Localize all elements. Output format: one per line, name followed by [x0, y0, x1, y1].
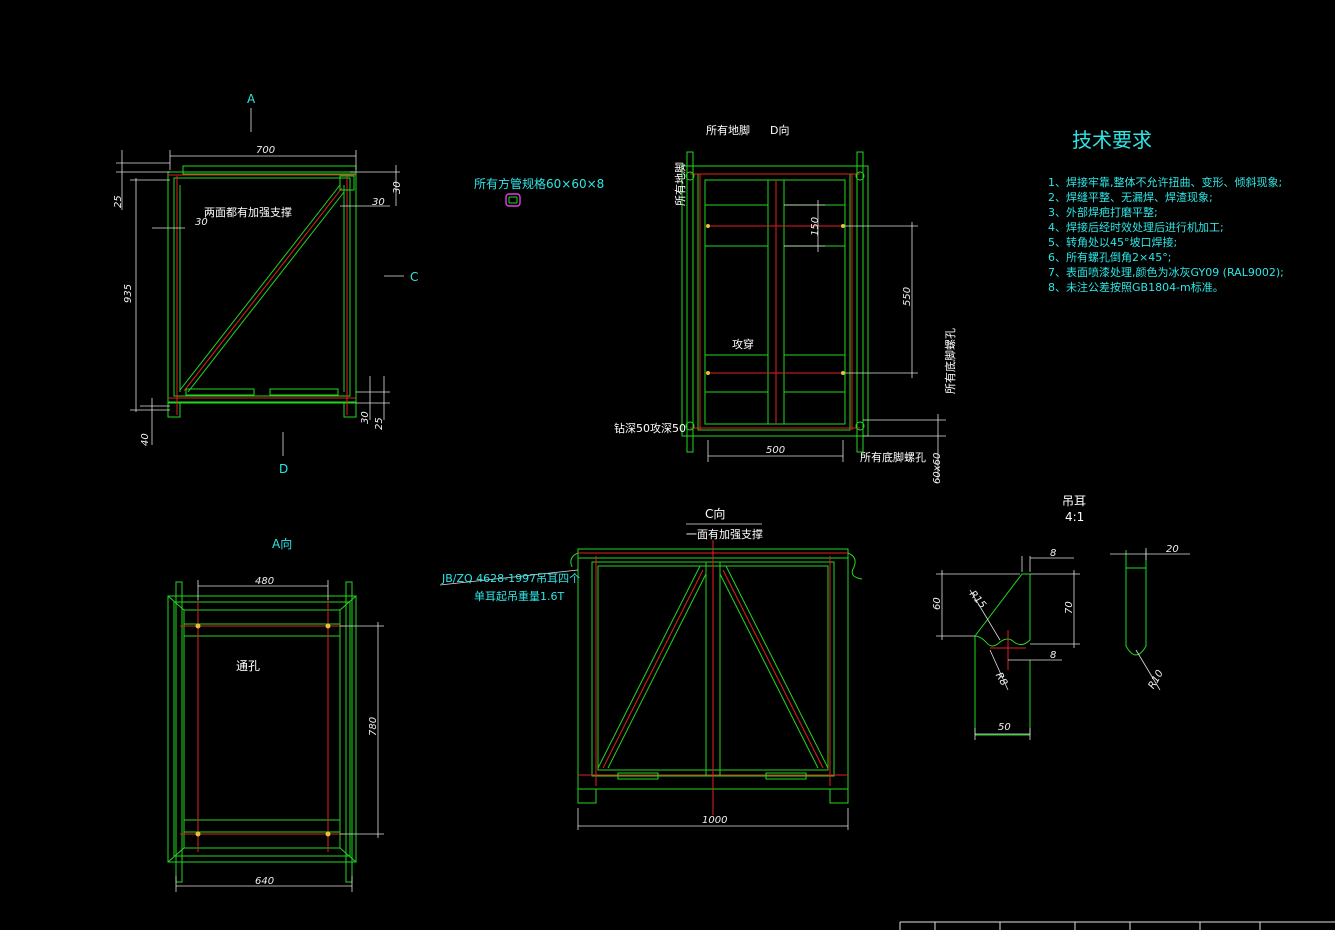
d-view: 所有地脚 D向 [614, 123, 957, 484]
label-c-side: C [410, 270, 418, 284]
dim-480: 480 [255, 576, 274, 587]
dim-500: 500 [766, 445, 785, 456]
label-c-view-sub: 一面有加强支撑 [686, 527, 763, 541]
dim-60x60: 60x60 [932, 453, 943, 484]
tech-item-4: 4、焊接后经时效处理后进行机加工; [1048, 220, 1224, 234]
square-tube-note: 所有方管规格60×60×8 [474, 176, 604, 207]
label-right-legs-holes: 所有底脚螺孔 [943, 328, 957, 394]
lug-dim-r8: R8 [993, 671, 1009, 688]
tech-item-7: 7、表面喷漆处理,颜色为冰灰GY09 (RAL9002); [1048, 265, 1284, 279]
dim-640: 640 [255, 876, 274, 887]
tech-item-6: 6、所有螺孔倒角2×45°; [1048, 250, 1171, 264]
a-view: A向 通孔 480 780 640 [167, 536, 384, 892]
label-lug-title: 吊耳 [1062, 494, 1086, 508]
label-lug-std: JB/ZQ 4628-1997吊耳四个 [441, 572, 580, 585]
dim-550: 550 [902, 287, 913, 306]
tech-title: 技术要求 [1072, 128, 1152, 152]
c-view: C向 一面有加强支撑 JB/ZQ 4628-1997吊耳四个 单耳起吊重量1.6… [439, 506, 863, 830]
dim-780: 780 [368, 717, 379, 736]
dim-30c: 30 [392, 181, 403, 194]
dim-700: 700 [256, 145, 275, 156]
dim-40: 40 [140, 433, 151, 446]
lug-dim-50: 50 [998, 722, 1011, 733]
lug-dim-60: 60 [932, 597, 943, 610]
front-view: A D C 700 25 30 [113, 92, 418, 476]
lug-dim-8b: 8 [1050, 650, 1056, 661]
dim-25a: 25 [113, 195, 124, 208]
dim-935: 935 [123, 284, 134, 303]
dim-30a: 30 [195, 217, 208, 228]
label-all-legs-left: 所有地脚 [673, 162, 687, 206]
lug-dim-20: 20 [1166, 544, 1179, 555]
label-lug-load: 单耳起吊重量1.6T [474, 589, 564, 603]
tech-item-2: 2、焊缝平整、无漏焊、焊渣现象; [1048, 190, 1213, 204]
lug-dim-r15: R15 [967, 589, 988, 611]
label-through-hole: 通孔 [236, 659, 260, 673]
dim-25b: 25 [374, 417, 385, 430]
lug-dim-70: 70 [1064, 601, 1075, 614]
tech-item-5: 5、转角处以45°坡口焊接; [1048, 235, 1177, 249]
label-d-bottom: D [279, 462, 288, 476]
dim-150: 150 [810, 217, 821, 236]
label-all-legs: 所有地脚 [706, 123, 750, 137]
dim-30d: 30 [360, 411, 371, 424]
dim-30b: 30 [372, 197, 385, 208]
tech-item-3: 3、外部焊疤打磨平整; [1048, 205, 1158, 219]
tech-item-8: 8、未注公差按照GB1804-m标准。 [1048, 280, 1224, 294]
dim-1000: 1000 [702, 815, 727, 826]
label-tap-hole: 攻穿 [732, 337, 754, 351]
lug-dim-8a: 8 [1050, 548, 1056, 559]
label-d-view: D向 [770, 123, 789, 137]
tech-requirements: 技术要求 1、焊接牢靠,整体不允许扭曲、变形、倾斜现象; 2、焊缝平整、无漏焊、… [1048, 128, 1284, 294]
label-a-view: A向 [272, 536, 292, 551]
label-a-top: A [247, 92, 256, 106]
tech-item-1: 1、焊接牢靠,整体不允许扭曲、变形、倾斜现象; [1048, 175, 1282, 189]
title-block-fragment [899, 921, 1335, 930]
lug-detail: 吊耳 4:1 8 60 R15 70 8 R8 50 [932, 494, 1190, 740]
label-square-tube: 所有方管规格60×60×8 [474, 176, 604, 191]
label-both-sides-brace: 两面都有加强支撑 [204, 205, 292, 219]
label-lug-scale: 4:1 [1065, 510, 1084, 524]
label-c-view: C向 [705, 506, 725, 521]
label-drill-tap: 钻深50攻深50 [614, 421, 686, 435]
label-bottom-legs-holes: 所有底脚螺孔 [860, 450, 926, 464]
